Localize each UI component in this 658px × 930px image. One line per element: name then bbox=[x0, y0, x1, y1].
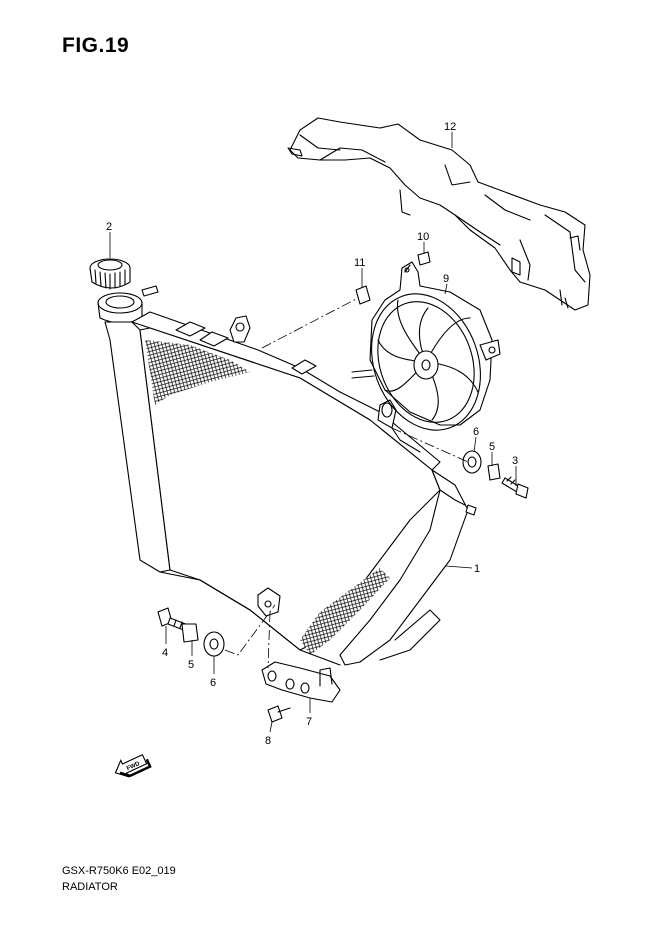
assembly-line-fan bbox=[261, 297, 359, 349]
callout-4: 4 bbox=[162, 647, 168, 659]
leader-9 bbox=[444, 283, 448, 295]
leader-1 bbox=[445, 565, 473, 569]
callout-9: 9 bbox=[443, 273, 449, 285]
fan-bolt bbox=[417, 251, 431, 266]
callout-11: 11 bbox=[354, 257, 365, 269]
cooling-fan bbox=[351, 261, 501, 431]
radiator-body bbox=[104, 311, 477, 666]
rubber-cushion-lower bbox=[203, 631, 225, 657]
air-duct-shroud bbox=[287, 117, 591, 311]
radiator-cap bbox=[89, 258, 131, 290]
callout-7: 7 bbox=[306, 716, 312, 728]
figure-title: FIG.19 bbox=[62, 34, 130, 57]
callout-6-upper: 6 bbox=[473, 426, 479, 438]
collar-lower bbox=[181, 623, 199, 643]
mounting-bolt-upper bbox=[501, 476, 529, 499]
collar-upper bbox=[487, 463, 501, 481]
callout-1: 1 bbox=[474, 563, 480, 575]
assembly-line-lower-mount bbox=[224, 604, 276, 656]
callout-5-upper: 5 bbox=[489, 441, 495, 453]
leader-8 bbox=[269, 721, 273, 733]
bracket-bolt bbox=[267, 705, 291, 723]
callout-5-lower: 5 bbox=[188, 659, 194, 671]
figure-name: RADIATOR bbox=[62, 881, 118, 893]
fwd-label: FWD bbox=[126, 761, 142, 772]
callout-3: 3 bbox=[512, 455, 518, 467]
leader-6a bbox=[473, 436, 477, 453]
callout-8: 8 bbox=[265, 735, 271, 747]
callout-6-lower: 6 bbox=[210, 677, 216, 689]
radiator-bracket bbox=[261, 661, 341, 703]
figure-code: GSX-R750K6 E02_019 bbox=[62, 865, 176, 877]
callout-10: 10 bbox=[417, 231, 429, 243]
callout-2: 2 bbox=[106, 221, 112, 233]
fwd-arrow-icon: FWD bbox=[114, 753, 152, 778]
grommet bbox=[355, 285, 371, 305]
callout-12: 12 bbox=[444, 121, 456, 133]
assembly-line-upper-mount bbox=[391, 427, 469, 463]
rubber-cushion-upper bbox=[462, 450, 482, 474]
assembly-line-bracket bbox=[267, 611, 271, 669]
